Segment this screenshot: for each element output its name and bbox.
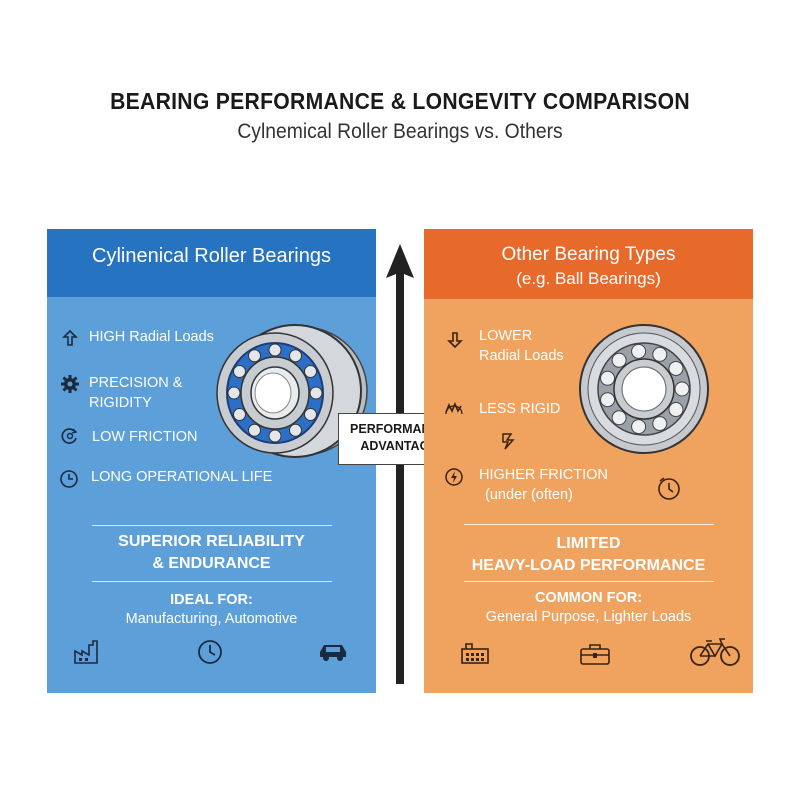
ball [631,343,647,359]
feature-higher-friction: HIGHER FRICTION (under (often) [479,467,608,503]
down-arrow-icon [447,332,463,349]
roller [304,365,318,378]
divider [92,581,332,582]
ball [600,370,616,386]
lightning-icon [445,468,463,486]
roller [309,386,323,400]
ball [611,410,627,426]
summary-text: SUPERIOR RELIABILITY& ENDURANCE [118,533,305,572]
roller [304,408,318,421]
other-panel-header: Other Bearing Types (e.g. Ball Bearings) [424,229,753,299]
other-header-subtitle: (e.g. Ball Bearings) [516,269,661,288]
spark-icon [502,433,515,450]
clock-icon [198,640,222,664]
ball-elements [600,343,690,435]
ball [652,416,668,432]
up-arrow-icon [62,329,78,346]
cylindrical-panel: Cylinenical Roller Bearings HIGH Radial … [47,229,376,693]
ball [631,419,647,435]
spin-icon [61,428,78,444]
factory-icon [74,640,98,664]
gear-icon [61,375,79,393]
feature-precision-rigidity: PRECISION & RIGIDITY [89,375,183,411]
machine-icon [461,643,489,664]
clock-icon [60,470,78,488]
ball [668,402,684,418]
feature-high-radial-loads: HIGH Radial Loads [89,329,214,345]
divider [464,524,714,525]
roller [248,423,261,437]
roller [232,365,246,378]
divider [464,581,714,582]
car-icon [320,645,346,661]
roller-elements [227,343,323,443]
ball-bearing-image [579,324,709,454]
roller [289,423,302,437]
roller [227,386,241,400]
roller [248,349,261,363]
ball [611,352,627,368]
other-header-title: Other Bearing Types [501,244,676,265]
common-for: COMMON FOR:General Purpose, Lighter Load… [485,590,692,625]
toolbox-icon [580,644,610,665]
roller [232,408,246,421]
roller [268,343,282,357]
feature-low-friction: LOW FRICTION [92,429,198,445]
ball [600,392,616,408]
other-bearings-panel: Other Bearing Types (e.g. Ball Bearings)… [424,229,753,693]
roller [289,349,302,363]
wave-icon [445,401,463,415]
timer-icon [658,477,680,500]
cylindrical-panel-header: Cylinenical Roller Bearings [47,229,376,297]
ball [652,346,668,362]
ideal-for: IDEAL FOR:Manufacturing, Automotive [125,592,298,627]
cylindrical-header-text: Cylinenical Roller Bearings [92,245,331,267]
feature-less-rigid: LESS RIGID [479,401,561,417]
bicycle-icon [690,638,740,666]
page-subtitle: Cylnemical Roller Bearings vs. Others [237,120,563,143]
divider [92,525,332,526]
page-title: BEARING PERFORMANCE & LONGEVITY COMPARIS… [110,88,690,114]
ball [674,381,690,397]
roller-bearing-image [216,324,368,458]
feature-long-life: LONG OPERATIONAL LIFE [91,469,273,485]
roller [268,429,282,443]
ball [668,360,684,376]
